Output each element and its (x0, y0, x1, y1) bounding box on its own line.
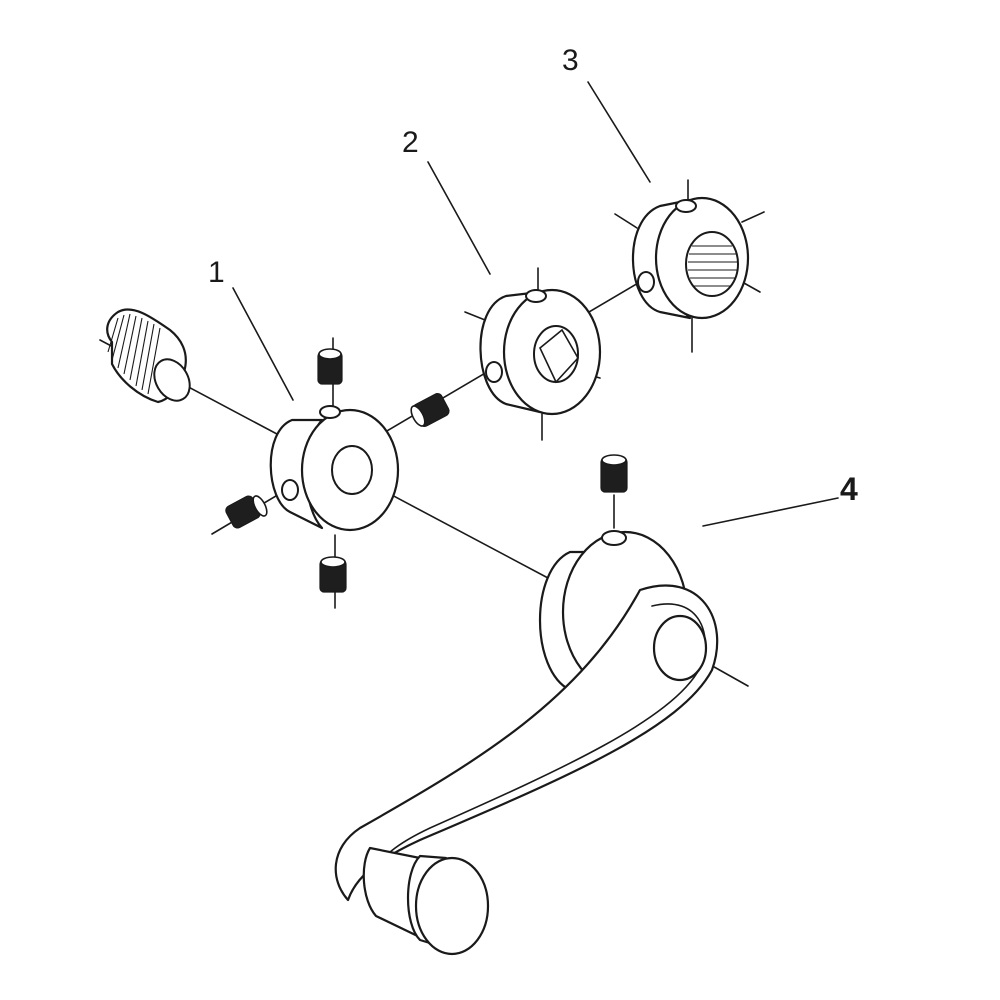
callout-label-1: 1 (208, 256, 225, 289)
callout-label-2: 2 (402, 126, 419, 159)
leader-3 (587, 81, 651, 183)
set-screw-1d (410, 393, 450, 427)
callout-label-3: 3 (562, 44, 579, 77)
leader-2 (427, 161, 491, 275)
callout-leaders (232, 81, 839, 527)
collar-2 (479, 288, 602, 416)
set-screw-1a (317, 348, 343, 385)
leader-1 (232, 287, 294, 401)
knurled-pin (106, 308, 191, 404)
leader-4 (702, 497, 839, 527)
set-screw-4 (600, 454, 628, 493)
collar-1 (269, 405, 400, 532)
crank-handle (334, 530, 719, 956)
callout-labels: 1 2 3 4 (208, 44, 858, 507)
spline-hatching (688, 245, 737, 287)
collar-3 (631, 196, 750, 320)
callout-label-4: 4 (840, 471, 858, 507)
set-screw-1c (225, 495, 268, 529)
set-screw-1b (319, 556, 347, 593)
